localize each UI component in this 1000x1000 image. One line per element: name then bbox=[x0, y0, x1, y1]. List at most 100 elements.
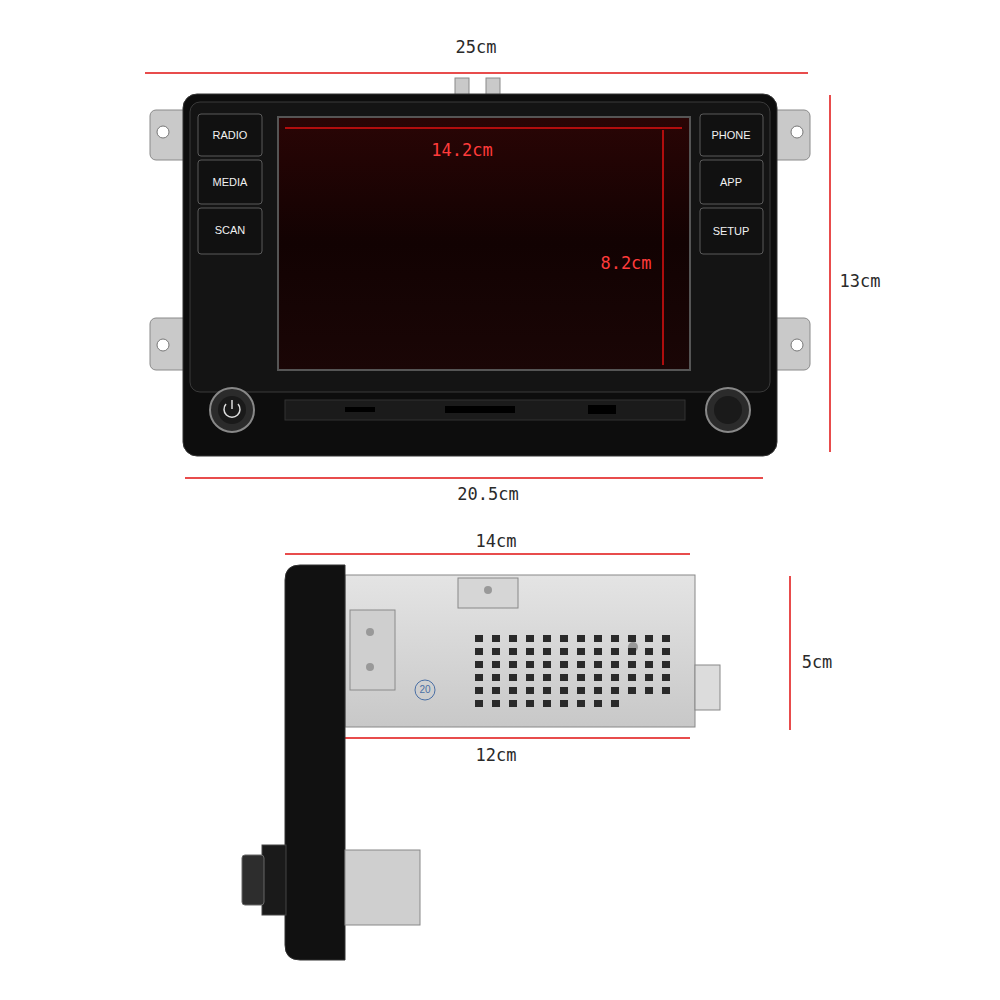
vent-hole bbox=[492, 700, 500, 707]
dimension-label: 25cm bbox=[456, 39, 497, 56]
stamp-number: 20 bbox=[419, 685, 430, 695]
screw bbox=[484, 586, 492, 594]
vent-hole bbox=[543, 635, 551, 642]
vent-hole bbox=[611, 635, 619, 642]
button-label: SETUP bbox=[713, 226, 750, 237]
vent-hole bbox=[594, 674, 602, 681]
vent-hole bbox=[560, 661, 568, 668]
vent-hole bbox=[475, 648, 483, 655]
vent-hole bbox=[543, 674, 551, 681]
bezel-side bbox=[285, 565, 345, 960]
vent-hole bbox=[611, 648, 619, 655]
vent-hole bbox=[577, 661, 585, 668]
button-label: SCAN bbox=[215, 225, 246, 236]
vent-hole bbox=[475, 661, 483, 668]
side-bracket bbox=[350, 610, 395, 690]
vent-hole bbox=[662, 648, 670, 655]
vent-hole bbox=[594, 700, 602, 707]
vent-hole bbox=[662, 674, 670, 681]
vent-hole bbox=[662, 687, 670, 694]
vent-hole bbox=[577, 674, 585, 681]
chassis-side bbox=[345, 575, 695, 727]
vent-hole bbox=[560, 687, 568, 694]
vent-hole bbox=[526, 700, 534, 707]
button-label: MEDIA bbox=[213, 177, 248, 188]
vent-hole bbox=[645, 687, 653, 694]
vent-hole bbox=[628, 674, 636, 681]
vent-holes bbox=[475, 635, 670, 707]
connector-end bbox=[695, 665, 720, 710]
vent-hole bbox=[645, 674, 653, 681]
vent-hole bbox=[543, 687, 551, 694]
vent-hole bbox=[594, 661, 602, 668]
vent-hole bbox=[645, 661, 653, 668]
vent-hole bbox=[526, 635, 534, 642]
vent-hole bbox=[526, 661, 534, 668]
vent-hole bbox=[594, 687, 602, 694]
knob-side bbox=[262, 845, 286, 915]
dimension-label: 5cm bbox=[802, 654, 833, 671]
vent-hole bbox=[475, 635, 483, 642]
vent-hole bbox=[560, 635, 568, 642]
button-key bbox=[198, 114, 763, 254]
vent-hole bbox=[509, 674, 517, 681]
screw bbox=[366, 628, 374, 636]
dimension-label: 8.2cm bbox=[600, 255, 651, 272]
vent-hole bbox=[628, 687, 636, 694]
vent-hole bbox=[611, 700, 619, 707]
screw bbox=[366, 663, 374, 671]
vent-hole bbox=[560, 674, 568, 681]
vent-hole bbox=[628, 648, 636, 655]
vent-hole bbox=[560, 700, 568, 707]
usb-slot bbox=[588, 405, 616, 414]
dimension-label: 14.2cm bbox=[431, 142, 492, 159]
card-slot-strip bbox=[285, 400, 685, 420]
vent-hole bbox=[492, 674, 500, 681]
front-bezel bbox=[183, 94, 777, 456]
card-slot bbox=[445, 406, 515, 413]
vent-hole bbox=[611, 674, 619, 681]
vent-hole bbox=[509, 700, 517, 707]
chassis-tab bbox=[458, 578, 518, 608]
lower-bracket bbox=[345, 850, 420, 925]
vent-hole bbox=[492, 635, 500, 642]
vent-hole bbox=[526, 648, 534, 655]
vent-hole bbox=[594, 635, 602, 642]
knob-side bbox=[242, 855, 264, 905]
knob bbox=[210, 388, 750, 432]
vent-hole bbox=[645, 635, 653, 642]
dimension-label: 14cm bbox=[476, 533, 517, 550]
vent-hole bbox=[509, 648, 517, 655]
vent-hole bbox=[526, 674, 534, 681]
button-label: RADIO bbox=[213, 130, 248, 141]
vent-hole bbox=[611, 661, 619, 668]
stamp-ring bbox=[415, 680, 435, 700]
vent-hole bbox=[475, 700, 483, 707]
vent-hole bbox=[645, 648, 653, 655]
vent-hole bbox=[577, 687, 585, 694]
vent-hole bbox=[577, 700, 585, 707]
vent-hole bbox=[543, 700, 551, 707]
vent-hole bbox=[509, 661, 517, 668]
vent-hole bbox=[543, 661, 551, 668]
vent-hole bbox=[662, 635, 670, 642]
dimension-label: 20.5cm bbox=[457, 486, 518, 503]
vent-hole bbox=[492, 687, 500, 694]
vent-hole bbox=[543, 648, 551, 655]
vent-hole bbox=[577, 648, 585, 655]
vent-hole bbox=[475, 687, 483, 694]
vent-hole bbox=[594, 648, 602, 655]
vent-hole bbox=[577, 635, 585, 642]
glass-panel bbox=[190, 102, 770, 392]
display-screen bbox=[278, 117, 690, 370]
vent-hole bbox=[526, 687, 534, 694]
dimension-label: 12cm bbox=[476, 747, 517, 764]
vent-hole bbox=[628, 661, 636, 668]
vent-hole bbox=[492, 648, 500, 655]
dimension-label: 13cm bbox=[840, 273, 881, 290]
vent-hole bbox=[662, 661, 670, 668]
dimension-line bbox=[145, 73, 830, 738]
button-label: APP bbox=[720, 177, 742, 188]
button-label: PHONE bbox=[711, 130, 750, 141]
